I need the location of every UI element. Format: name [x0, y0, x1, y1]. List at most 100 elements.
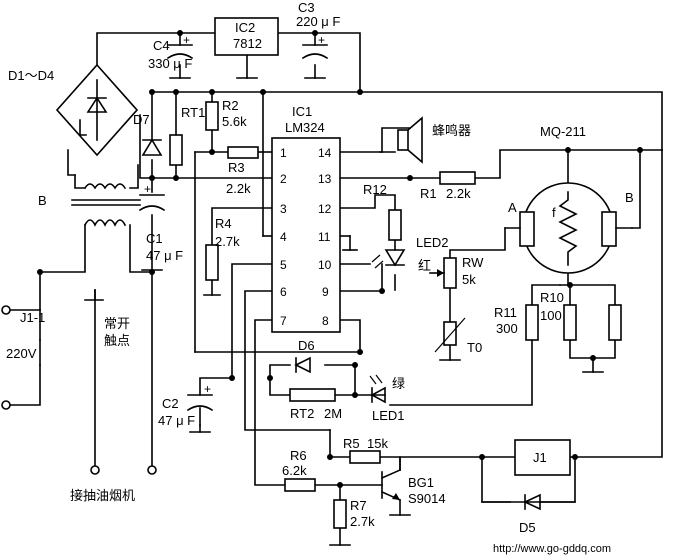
led1-ref: LED1: [372, 408, 405, 423]
r5-value: 15k: [367, 436, 388, 451]
ic1-pin-1: 1: [280, 146, 287, 160]
c1-value: 47 μ F: [146, 248, 183, 263]
r2-ref: R2: [222, 98, 239, 113]
relay-contact-j1-1: J1-1 常开 触点: [20, 289, 130, 366]
ic1-pin-9: 9: [322, 285, 329, 299]
ic1-value: LM324: [285, 120, 325, 135]
resistor-r2: R2 5.6k: [205, 98, 247, 131]
d6-ref: D6: [298, 338, 315, 353]
rt2-value: 2M: [324, 406, 342, 421]
led2-color: 红: [418, 258, 431, 274]
mains-label: 220V: [6, 346, 37, 361]
c3-value: 220 μ F: [296, 14, 340, 29]
led-led2: LED2 红: [371, 235, 449, 274]
ic1-pin-5: 5: [280, 258, 287, 272]
wires: [7, 32, 663, 546]
sensor-pin-a: A: [508, 200, 517, 215]
r12-ref: R12: [363, 182, 387, 197]
diode-d7: D7: [133, 112, 163, 156]
ic1-pin-4: 4: [280, 230, 287, 244]
resistor-r1: R1 2.2k: [420, 171, 476, 201]
junction-dots: [37, 30, 643, 488]
ic1-pin-11: 11: [318, 230, 331, 244]
ic2-value: 7812: [233, 36, 262, 51]
ic1-pin-3: 3: [280, 202, 287, 216]
r10-ref: R10: [540, 290, 564, 305]
transistor-bg1: BG1 S9014: [380, 468, 446, 506]
transformer-b: B: [38, 183, 141, 227]
svg-text:+: +: [318, 33, 325, 47]
resistor-r3: R3 2.2k: [226, 146, 259, 196]
d7-ref: D7: [133, 112, 150, 127]
r2-value: 5.6k: [222, 114, 247, 129]
rw-value: 5k: [462, 272, 476, 287]
resistor-r4: R4 2.7k: [205, 216, 240, 281]
r5-ref: R5: [343, 436, 360, 451]
transformer-ref: B: [38, 193, 47, 208]
svg-text:+: +: [183, 33, 190, 47]
relay-contact-label-2: 触点: [104, 334, 130, 349]
r7-value: 2.7k: [350, 514, 375, 529]
capacitor-c4: + C4 330 μ F: [148, 33, 194, 71]
thermistor-rt1: RT1: [169, 105, 205, 166]
c2-ref: C2: [162, 396, 179, 411]
capacitor-c2: + C2 47 μ F: [158, 382, 214, 428]
relay-ref: J1: [533, 450, 547, 465]
rt1-ref: RT1: [181, 105, 205, 120]
ic1-ref: IC1: [292, 104, 312, 119]
rw-ref: RW: [462, 255, 484, 270]
svg-text:+: +: [144, 182, 151, 196]
ic1-pin-2: 2: [280, 172, 287, 186]
buzzer: 蜂鸣器: [397, 116, 471, 164]
svg-text:+: +: [204, 382, 211, 396]
diode-d6: D6: [294, 338, 315, 374]
r6-ref: R6: [290, 448, 307, 463]
resistor-r11: R11 300: [494, 304, 539, 341]
r1-ref: R1: [420, 186, 437, 201]
thermistor-rt2: RT2 2M: [289, 388, 342, 421]
r6-value: 6.2k: [282, 463, 307, 478]
load-label: 接抽油烟机: [70, 488, 135, 504]
capacitor-c3: + C3 220 μ F: [296, 0, 340, 60]
r1-value: 2.2k: [446, 186, 471, 201]
ic2-regulator: IC2 7812: [214, 17, 279, 56]
resistor-r12: R12: [363, 182, 402, 241]
gas-sensor-mq211: MQ-211 A B f: [504, 124, 634, 274]
sensor-pin-b: B: [625, 190, 634, 205]
resistor-r7: R7 2.7k: [333, 498, 375, 529]
load-terminals: 接抽油烟机: [70, 465, 157, 504]
bridge-rectifier: D1～D4: [8, 63, 139, 157]
r10-value: 100: [540, 308, 562, 323]
led2-ref: LED2: [416, 235, 449, 250]
ic1-opamp: IC1 LM324 1 2 3 4 5 6 7 8 9 10 11 12 13 …: [271, 104, 341, 333]
r3-value: 2.2k: [226, 181, 251, 196]
thermistor-t0: T0: [434, 317, 482, 355]
diode-d5: D5: [519, 493, 541, 535]
c3-ref: C3: [298, 0, 315, 15]
sensor-heater-f: f: [552, 205, 556, 220]
d5-ref: D5: [519, 520, 536, 535]
capacitor-c1: + C1 47 μ F: [138, 182, 183, 263]
mains-terminals: 220V: [1, 305, 37, 410]
ic1-pin-7: 7: [280, 314, 287, 328]
led-led1: 绿 LED1: [369, 374, 405, 423]
ground-symbols: [141, 77, 604, 546]
resistor-r5: R5 15k: [343, 436, 388, 464]
r11-value: 300: [496, 321, 518, 336]
c2-value: 47 μ F: [158, 413, 195, 428]
c1-ref: C1: [146, 231, 163, 246]
relay-contact-ref: J1-1: [20, 310, 45, 325]
c4-value: 330 μ F: [148, 56, 192, 71]
ic1-pin-10: 10: [318, 258, 332, 272]
r4-ref: R4: [215, 216, 232, 231]
ic1-pin-12: 12: [318, 202, 332, 216]
r4-value: 2.7k: [215, 234, 240, 249]
resistor-r6: R6 6.2k: [282, 448, 316, 492]
r7-ref: R7: [350, 498, 367, 513]
ic1-pin-6: 6: [280, 285, 287, 299]
bridge-ref: D1～D4: [8, 68, 54, 83]
bg1-ref: BG1: [408, 475, 434, 490]
r3-ref: R3: [228, 160, 245, 175]
buzzer-label: 蜂鸣器: [432, 123, 471, 139]
